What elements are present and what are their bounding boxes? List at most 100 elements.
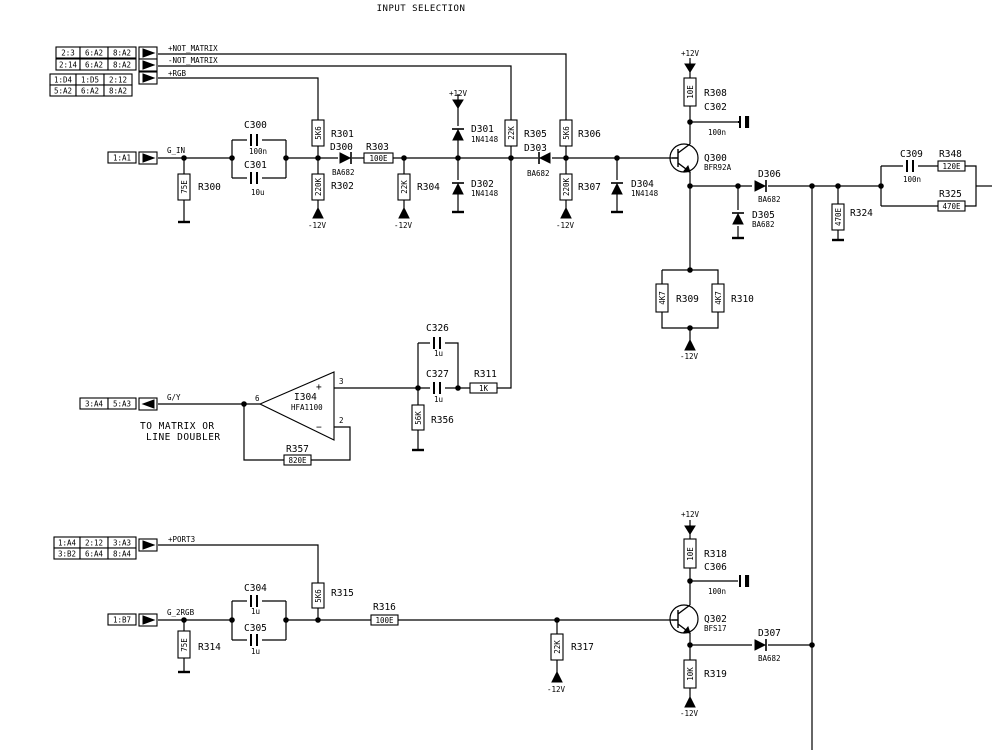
svg-text:100n: 100n (903, 175, 921, 184)
svg-text:2: 2 (339, 416, 344, 425)
port-arrow-icon (142, 615, 156, 625)
capacitor-c305: C305 1u (244, 623, 267, 656)
rail-neg-r307: -12V (556, 206, 575, 230)
capacitor-c304: C304 1u (244, 583, 267, 616)
resistor-r317: 22K R317 (550, 633, 594, 661)
svg-text:+NOT_MATRIX: +NOT_MATRIX (168, 44, 218, 53)
svg-text:+RGB: +RGB (168, 69, 187, 78)
svg-text:Q300: Q300 (704, 153, 727, 164)
svg-text:1u: 1u (251, 647, 260, 656)
svg-text:6:A2: 6:A2 (81, 87, 99, 96)
svg-text:470E: 470E (942, 202, 961, 211)
svg-text:R306: R306 (578, 129, 601, 140)
svg-text:TO MATRIX OR: TO MATRIX OR (140, 421, 215, 432)
svg-text:-NOT_MATRIX: -NOT_MATRIX (168, 56, 218, 65)
opamp-i304: + − I304 HFA1100 6 3 2 (255, 371, 352, 441)
svg-text:D305: D305 (752, 210, 775, 221)
svg-text:R302: R302 (331, 181, 354, 192)
svg-text:8:A2: 8:A2 (113, 49, 131, 58)
capacitor-c309: C309 100n (900, 149, 923, 184)
svg-text:R303: R303 (366, 142, 389, 153)
transistor-q302: Q302 BFS17 (669, 604, 727, 634)
svg-text:−: − (316, 422, 322, 433)
svg-text:6:A4: 6:A4 (85, 550, 104, 559)
svg-text:R315: R315 (331, 588, 354, 599)
port-g-y: 3:A4 5:A3 G/Y (79, 393, 181, 411)
port-arrow-icon (142, 540, 156, 550)
port-arrow-icon (142, 60, 156, 70)
svg-text:100n: 100n (249, 147, 267, 156)
svg-text:1u: 1u (434, 395, 443, 404)
svg-text:4K7: 4K7 (658, 291, 667, 305)
resistor-r356: 56K R356 (411, 404, 454, 431)
svg-text:D306: D306 (758, 169, 781, 180)
svg-text:Q302: Q302 (704, 614, 727, 625)
svg-text:22K: 22K (553, 640, 562, 654)
diode-d300: D300 BA682 (330, 142, 355, 177)
svg-text:-12V: -12V (547, 685, 566, 694)
svg-text:220K: 220K (314, 177, 323, 196)
svg-text:R317: R317 (571, 642, 594, 653)
svg-text:R356: R356 (431, 415, 454, 426)
resistor-r348: 120E R348 (937, 149, 966, 172)
svg-text:-12V: -12V (680, 352, 699, 361)
diode-d302: D302 1N4148 (452, 179, 499, 198)
svg-text:G_IN: G_IN (167, 146, 185, 155)
diode-d301: D301 1N4148 (452, 124, 499, 144)
svg-text:R300: R300 (198, 182, 221, 193)
svg-text:1:B7: 1:B7 (113, 616, 131, 625)
svg-text:G/Y: G/Y (167, 393, 181, 402)
resistor-r319: 10K R319 (683, 659, 727, 689)
svg-text:10E: 10E (686, 85, 695, 99)
svg-text:R305: R305 (524, 129, 547, 140)
svg-text:+12V: +12V (681, 510, 700, 519)
svg-text:2:3: 2:3 (61, 49, 75, 58)
svg-text:3:A3: 3:A3 (113, 539, 131, 548)
rail-neg-r319: -12V (680, 695, 699, 718)
capacitor-c327: C327 1u (426, 369, 449, 404)
port-not-matrix-neg: 2:14 6:A2 8:A2 -NOT_MATRIX (55, 56, 218, 72)
ground-symbols (178, 210, 844, 674)
svg-text:C302: C302 (704, 102, 727, 113)
svg-text:+PORT3: +PORT3 (168, 535, 195, 544)
rail-pos-d301: +12V (449, 89, 468, 109)
svg-text:100n: 100n (708, 128, 726, 137)
port-arrow-icon (141, 399, 155, 409)
rail-neg-r317: -12V (547, 670, 566, 694)
resistor-r301: 5K6 R301 (311, 119, 354, 147)
svg-text:D302: D302 (471, 179, 494, 190)
svg-text:2:12: 2:12 (85, 539, 103, 548)
resistor-r325: 470E R325 (937, 189, 966, 212)
svg-text:R310: R310 (731, 294, 754, 305)
svg-text:-12V: -12V (394, 221, 413, 230)
svg-text:C300: C300 (244, 120, 267, 131)
svg-text:3:B2: 3:B2 (58, 550, 76, 559)
svg-text:I304: I304 (294, 392, 317, 403)
svg-text:5K6: 5K6 (314, 589, 323, 603)
svg-text:R311: R311 (474, 369, 497, 380)
resistor-r305: 22K R305 (504, 119, 547, 147)
svg-text:1:D4: 1:D4 (54, 76, 73, 85)
svg-text:3:A4: 3:A4 (85, 400, 104, 409)
resistor-r316: 100E R316 (370, 602, 399, 626)
svg-text:100E: 100E (375, 616, 394, 625)
capacitor-c326: C326 1u (426, 323, 449, 358)
diode-d304: D304 1N4148 (611, 179, 659, 198)
svg-text:1N4148: 1N4148 (471, 135, 499, 144)
svg-text:BA682: BA682 (527, 169, 550, 178)
diode-d303: D303 BA682 (524, 143, 551, 178)
resistor-r306: 5K6 R306 (559, 119, 601, 147)
svg-text:R324: R324 (850, 208, 873, 219)
svg-text:+12V: +12V (681, 49, 700, 58)
svg-text:R357: R357 (286, 444, 309, 455)
svg-text:22K: 22K (507, 126, 516, 140)
svg-text:120E: 120E (942, 162, 961, 171)
resistor-r357: 820E R357 (283, 444, 312, 466)
diode-d307: D307 BA682 (754, 628, 781, 663)
sheet-title: INPUT SELECTION (377, 4, 466, 14)
svg-text:HFA1100: HFA1100 (291, 403, 323, 412)
svg-text:2:12: 2:12 (109, 76, 127, 85)
svg-text:C326: C326 (426, 323, 449, 334)
diode-d306: D306 BA682 (754, 169, 781, 204)
